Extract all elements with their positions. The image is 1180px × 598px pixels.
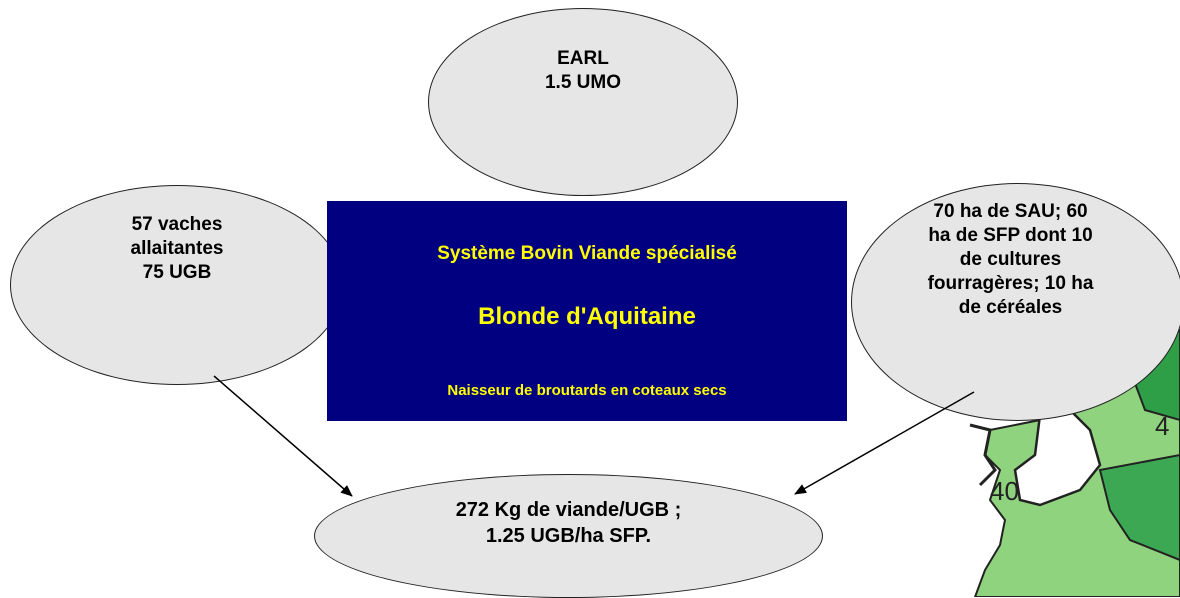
system-subtitle: Naisseur de broutards en coteaux secs	[447, 382, 727, 399]
earl-ellipse: EARL 1.5 UMO	[428, 8, 738, 196]
map-border-line	[969, 423, 997, 487]
system-box: Système Bovin Viande spécialisé Blonde d…	[327, 201, 847, 421]
earl-text: EARL 1.5 UMO	[544, 48, 622, 93]
herd-ellipse: 57 vaches allaitantes 75 UGB	[10, 185, 344, 385]
breed-name: Blonde d'Aquitaine	[478, 303, 696, 330]
herd-text: 57 vaches allaitantes 75 UGB	[130, 214, 224, 283]
map-label-40: 40	[990, 476, 1019, 506]
system-title: Système Bovin Viande spécialisé	[437, 243, 737, 264]
result-text: 272 Kg de viande/UGB ; 1.25 UGB/ha SFP.	[455, 499, 682, 547]
map-white-department	[1013, 398, 1102, 507]
map-label-4: 4	[1155, 411, 1169, 441]
land-ellipse: 70 ha de SAU; 60 ha de SFP dont 10 de cu…	[851, 183, 1180, 421]
land-text: 70 ha de SAU; 60 ha de SFP dont 10 de cu…	[927, 201, 1094, 318]
result-ellipse: 272 Kg de viande/UGB ; 1.25 UGB/ha SFP.	[314, 474, 823, 598]
map-dark-green-area-lower	[1098, 453, 1180, 562]
